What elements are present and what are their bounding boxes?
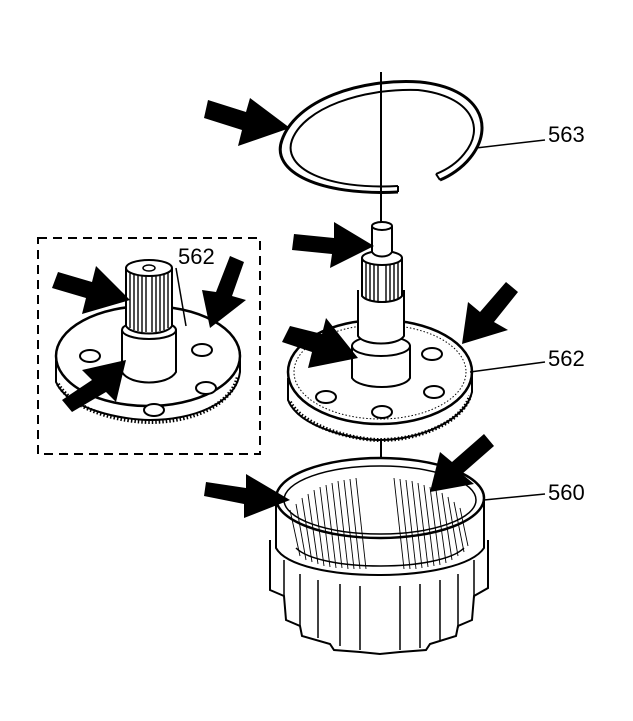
arrow-pilot-tip — [292, 222, 374, 268]
inset-detail-box — [37, 237, 261, 455]
arrow-main-collar — [282, 318, 358, 368]
arrow-inset-splines — [52, 266, 130, 314]
ring-gear-560 — [269, 456, 489, 656]
arrow-ring-right — [430, 434, 494, 492]
snap-ring-563 — [278, 80, 484, 194]
arrow-inset-teeth — [202, 256, 246, 328]
arrow-snap-ring — [204, 98, 290, 146]
leader-562-inset — [175, 267, 187, 327]
callout-563: 563 — [548, 122, 585, 147]
callout-562: 562 — [548, 346, 585, 371]
callout-560: 560 — [548, 480, 585, 505]
arrow-main-teeth — [462, 282, 518, 344]
gear-hub-562 — [286, 221, 474, 443]
leader-563 — [475, 139, 546, 149]
leader-560 — [483, 493, 546, 501]
arrow-inset-collar — [62, 360, 126, 412]
callout-562-inset: 562 — [178, 244, 215, 269]
leader-562 — [469, 361, 546, 373]
arrow-ring-left — [204, 474, 290, 518]
